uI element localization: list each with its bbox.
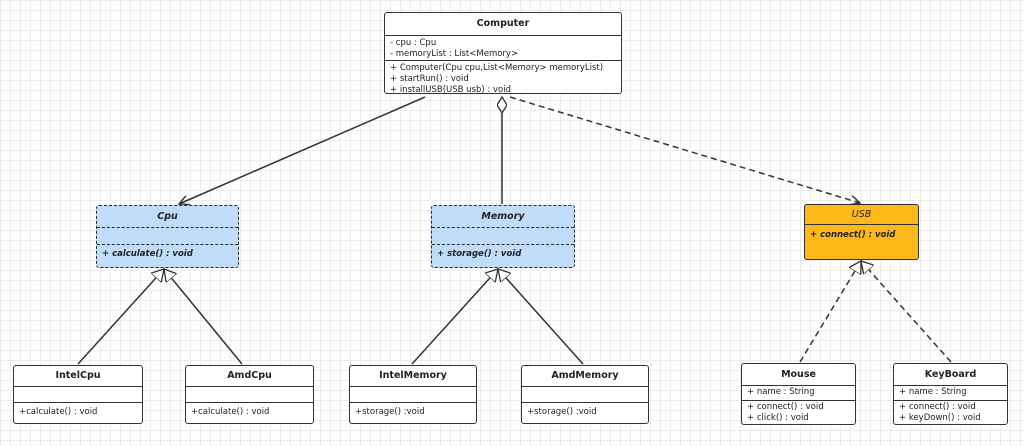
operation: +storage() :void: [527, 407, 597, 417]
association-computer-cpu: [179, 96, 426, 204]
operations-section: + connect() : void + keyDown() : void: [894, 401, 1007, 426]
class-intelcpu[interactable]: IntelCpu +calculate() : void: [13, 365, 143, 424]
operations-section: + Computer(Cpu cpu,List<Memory> memoryLi…: [385, 61, 621, 98]
attribute: + name : String: [747, 387, 815, 397]
generalization-amdmemory-memory: [498, 269, 584, 365]
operation: + connect() : void: [810, 230, 896, 240]
operations-section: +calculate() : void: [14, 403, 142, 420]
class-amdcpu[interactable]: AmdCpu +calculate() : void: [185, 365, 314, 424]
attributes-section: [522, 387, 648, 403]
operation: +storage() :void: [355, 407, 425, 417]
class-name: AmdCpu: [186, 366, 313, 387]
operations-section: + storage() : void: [432, 245, 574, 262]
class-name: Computer: [385, 13, 621, 36]
operation: + keyDown() : void: [899, 413, 981, 423]
attributes-section: + name : String: [742, 386, 855, 401]
attribute: - cpu : Cpu: [390, 38, 437, 48]
attributes-section: [350, 387, 476, 403]
operation: + calculate() : void: [102, 249, 193, 259]
operation: + click() : void: [747, 413, 809, 423]
class-cpu[interactable]: Cpu + calculate() : void: [96, 205, 239, 268]
generalization-intelcpu-cpu: [77, 269, 164, 365]
class-keyboard[interactable]: KeyBoard + name : String + connect() : v…: [893, 363, 1008, 425]
class-name: USB: [805, 205, 918, 225]
realization-mouse-usb: [799, 261, 861, 363]
class-mouse[interactable]: Mouse + name : String + connect() : void…: [741, 363, 856, 425]
class-name: KeyBoard: [894, 364, 1007, 386]
class-memory[interactable]: Memory + storage() : void: [431, 205, 575, 268]
operation: + installUSB(USB usb) : void: [390, 85, 511, 95]
class-name: Cpu: [97, 206, 238, 228]
attributes-section: [186, 387, 313, 403]
operation: + Computer(Cpu cpu,List<Memory> memoryLi…: [390, 63, 604, 73]
class-name: Memory: [432, 206, 574, 228]
class-name: AmdMemory: [522, 366, 648, 387]
attribute: - memoryList : List<Memory>: [390, 49, 519, 59]
class-name: Mouse: [742, 364, 855, 386]
attribute: + name : String: [899, 387, 967, 397]
generalization-amdcpu-cpu: [164, 269, 243, 365]
dependency-computer-usb: [509, 96, 860, 203]
operations-section: +storage() :void: [522, 403, 648, 420]
attributes-section: [97, 228, 238, 245]
class-name: IntelCpu: [14, 366, 142, 387]
operations-section: + connect() : void + click() : void: [742, 401, 855, 426]
class-name: IntelMemory: [350, 366, 476, 387]
attributes-section: - cpu : Cpu - memoryList : List<Memory>: [385, 36, 621, 61]
operations-section: +calculate() : void: [186, 403, 313, 420]
operations-section: +storage() :void: [350, 403, 476, 420]
generalization-intelmemory-memory: [411, 269, 498, 365]
attributes-section: + name : String: [894, 386, 1007, 401]
class-usb[interactable]: USB + connect() : void: [804, 204, 919, 260]
operation: + connect() : void: [747, 402, 824, 412]
operation: +calculate() : void: [19, 407, 98, 417]
operation: + connect() : void: [899, 402, 976, 412]
operations-section: + connect() : void: [805, 225, 918, 243]
operation: + startRun() : void: [390, 74, 469, 84]
realization-keyboard-usb: [861, 261, 952, 363]
attributes-section: [14, 387, 142, 403]
class-computer[interactable]: Computer - cpu : Cpu - memoryList : List…: [384, 12, 622, 95]
operation: + storage() : void: [437, 249, 522, 259]
class-intelmemory[interactable]: IntelMemory +storage() :void: [349, 365, 477, 424]
operation: +calculate() : void: [191, 407, 270, 417]
class-amdmemory[interactable]: AmdMemory +storage() :void: [521, 365, 649, 424]
attributes-section: [432, 228, 574, 245]
operations-section: + calculate() : void: [97, 245, 238, 262]
